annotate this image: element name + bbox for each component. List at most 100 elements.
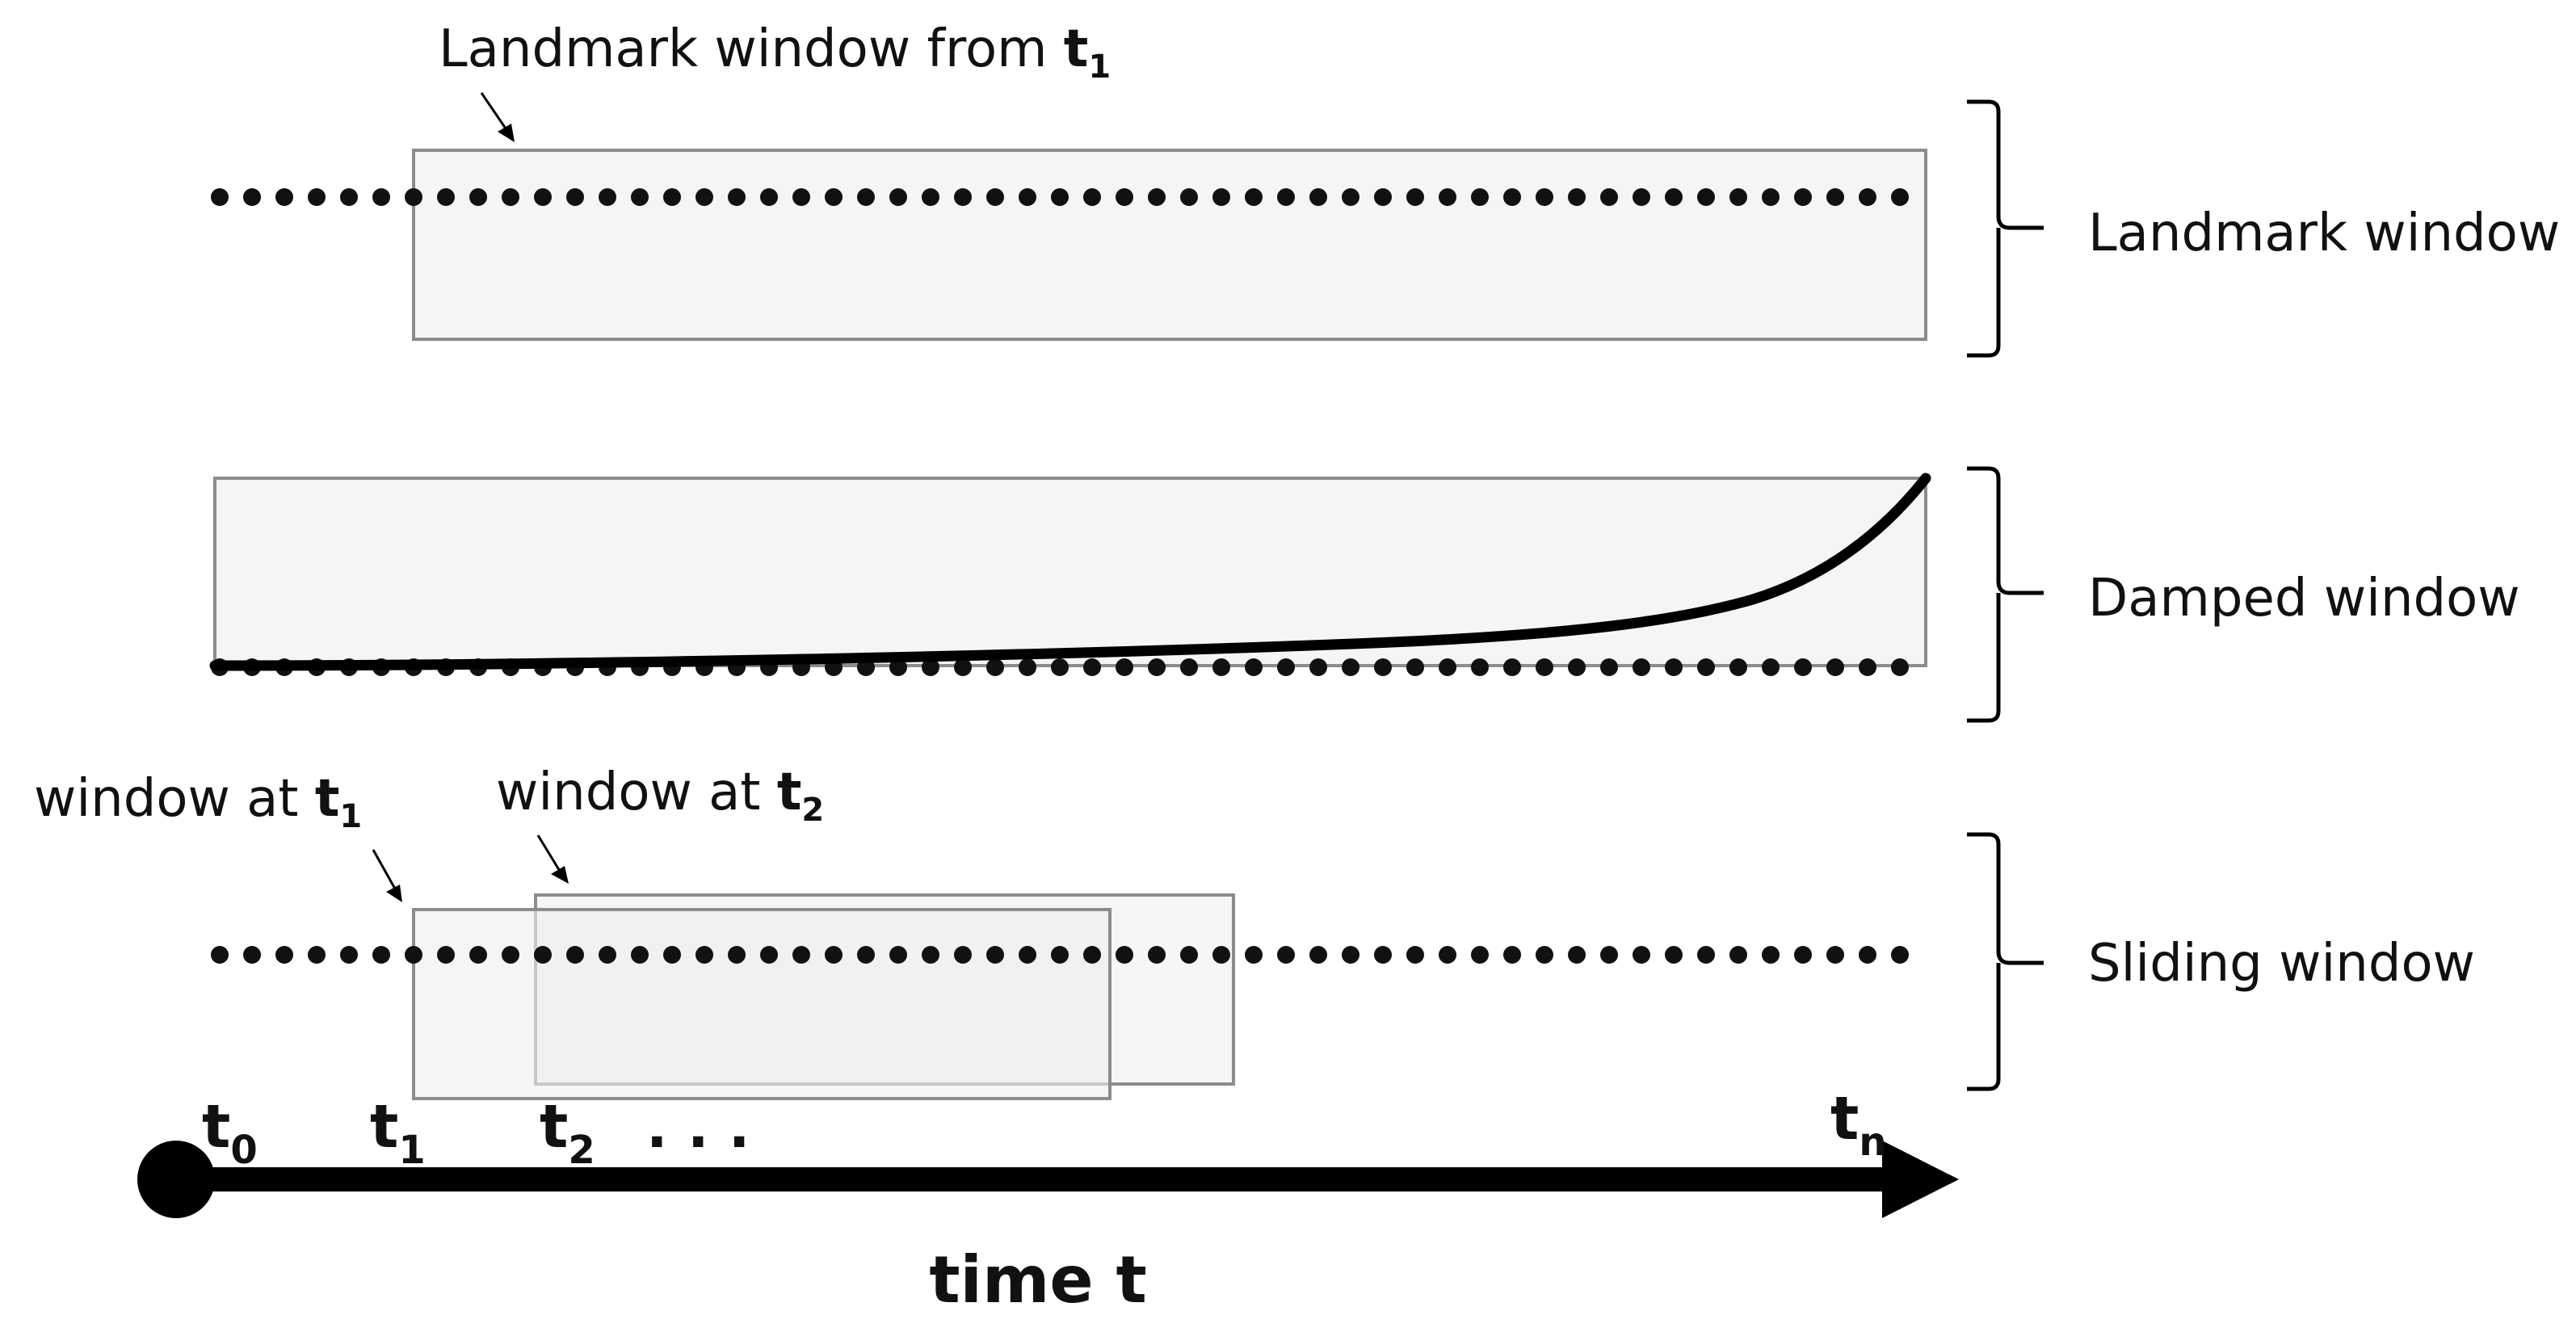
stream-event-dot [534, 946, 552, 964]
stream-event-dot [1116, 946, 1133, 964]
stream-event-dot [1212, 658, 1230, 676]
stream-event-dot [954, 658, 972, 676]
stream-event-dot [1439, 658, 1456, 676]
stream-event-dot [631, 946, 649, 964]
stream-event-dot [1148, 946, 1166, 964]
stream-event-dot [1116, 658, 1133, 676]
stream-event-dot [1859, 658, 1876, 676]
stream-event-dot [340, 188, 358, 206]
stream-event-dot [1568, 946, 1586, 964]
stream-event-dot [1697, 188, 1715, 206]
stream-event-dot [1148, 188, 1166, 206]
stream-event-dot [792, 188, 810, 206]
landmark-window-box [412, 149, 1927, 341]
stream-event-dot [372, 188, 390, 206]
stream-event-dot [1083, 946, 1101, 964]
stream-event-dot [825, 188, 843, 206]
stream-event-dot [275, 946, 293, 964]
stream-event-dot [1600, 946, 1618, 964]
stream-event-dot [1277, 188, 1295, 206]
stream-event-dot [1891, 946, 1909, 964]
landmark-annotation: Landmark window from t1 [439, 19, 1111, 86]
stream-event-dot [728, 188, 746, 206]
stream-event-dot [1212, 946, 1230, 964]
time-origin-dot [137, 1141, 215, 1218]
stream-event-dot [1697, 658, 1715, 676]
tick-ellipsis: . . . [646, 1095, 750, 1161]
stream-event-dot [889, 946, 907, 964]
stream-event-dot [922, 188, 939, 206]
stream-event-dot [243, 946, 261, 964]
stream-event-dot [1309, 188, 1327, 206]
stream-event-dot [986, 188, 1004, 206]
stream-event-dot [1471, 188, 1489, 206]
stream-event-dot [1180, 658, 1198, 676]
stream-event-dot [1826, 658, 1844, 676]
stream-event-dot [1277, 658, 1295, 676]
stream-event-dot [1342, 188, 1359, 206]
stream-event-dot [1891, 658, 1909, 676]
landmark-pointer-arrow [480, 92, 515, 142]
sliding-window-label: Sliding window [2088, 934, 2475, 994]
stream-event-dot [566, 188, 584, 206]
stream-event-dot [1051, 658, 1069, 676]
stream-event-dot [566, 946, 584, 964]
stream-event-dot [663, 946, 681, 964]
stream-event-dot [211, 946, 229, 964]
stream-event-dot [1406, 946, 1424, 964]
stream-event-dot [1471, 946, 1489, 964]
stream-event-dot [1633, 658, 1650, 676]
tick-t0: t0 [202, 1092, 258, 1173]
stream-event-dot [922, 946, 939, 964]
stream-event-dot [695, 188, 713, 206]
stream-event-dot [1439, 946, 1456, 964]
stream-event-dot [1083, 658, 1101, 676]
stream-event-dot [889, 188, 907, 206]
stream-event-dot [1794, 188, 1812, 206]
window-t2-pointer-arrow [536, 834, 569, 884]
stream-event-dot [1406, 188, 1424, 206]
stream-event-dot [663, 188, 681, 206]
sliding-dot-stream [211, 946, 1909, 964]
stream-event-dot [760, 946, 778, 964]
stream-event-dot [1729, 946, 1747, 964]
stream-event-dot [1891, 188, 1909, 206]
stream-event-dot [1277, 946, 1295, 964]
stream-event-dot [405, 946, 422, 964]
stream-event-dot [1051, 946, 1069, 964]
stream-event-dot [1762, 946, 1780, 964]
stream-event-dot [1568, 188, 1586, 206]
stream-event-dot [1762, 658, 1780, 676]
stream-event-dot [1665, 658, 1683, 676]
damped-window-box [213, 477, 1927, 667]
stream-event-dot [502, 946, 519, 964]
stream-event-dot [1309, 658, 1327, 676]
stream-event-dot [986, 946, 1004, 964]
stream-event-dot [1342, 946, 1359, 964]
stream-event-dot [1826, 946, 1844, 964]
stream-event-dot [1536, 188, 1553, 206]
stream-event-dot [1439, 188, 1456, 206]
stream-event-dot [534, 188, 552, 206]
stream-event-dot [1762, 188, 1780, 206]
stream-event-dot [308, 188, 326, 206]
stream-event-dot [308, 946, 326, 964]
stream-event-dot [857, 188, 875, 206]
stream-event-dot [1116, 188, 1133, 206]
stream-event-dot [1019, 946, 1036, 964]
landmark-row: Landmark window from t1 Landmark window [211, 19, 2560, 358]
damped-window-label: Damped window [2088, 569, 2520, 628]
stream-event-dot [1600, 658, 1618, 676]
stream-event-dot [437, 946, 455, 964]
tick-t1: t1 [370, 1092, 426, 1173]
stream-event-dot [986, 658, 1004, 676]
window-t2-annotation: window at t2 [496, 763, 824, 829]
stream-event-dot [1019, 188, 1036, 206]
stream-event-dot [243, 188, 261, 206]
window-t1-pointer-arrow [372, 849, 402, 902]
stream-event-dot [599, 188, 616, 206]
stream-event-dot [1180, 188, 1198, 206]
stream-event-dot [1729, 188, 1747, 206]
window-t1-annotation: window at t1 [34, 769, 362, 835]
